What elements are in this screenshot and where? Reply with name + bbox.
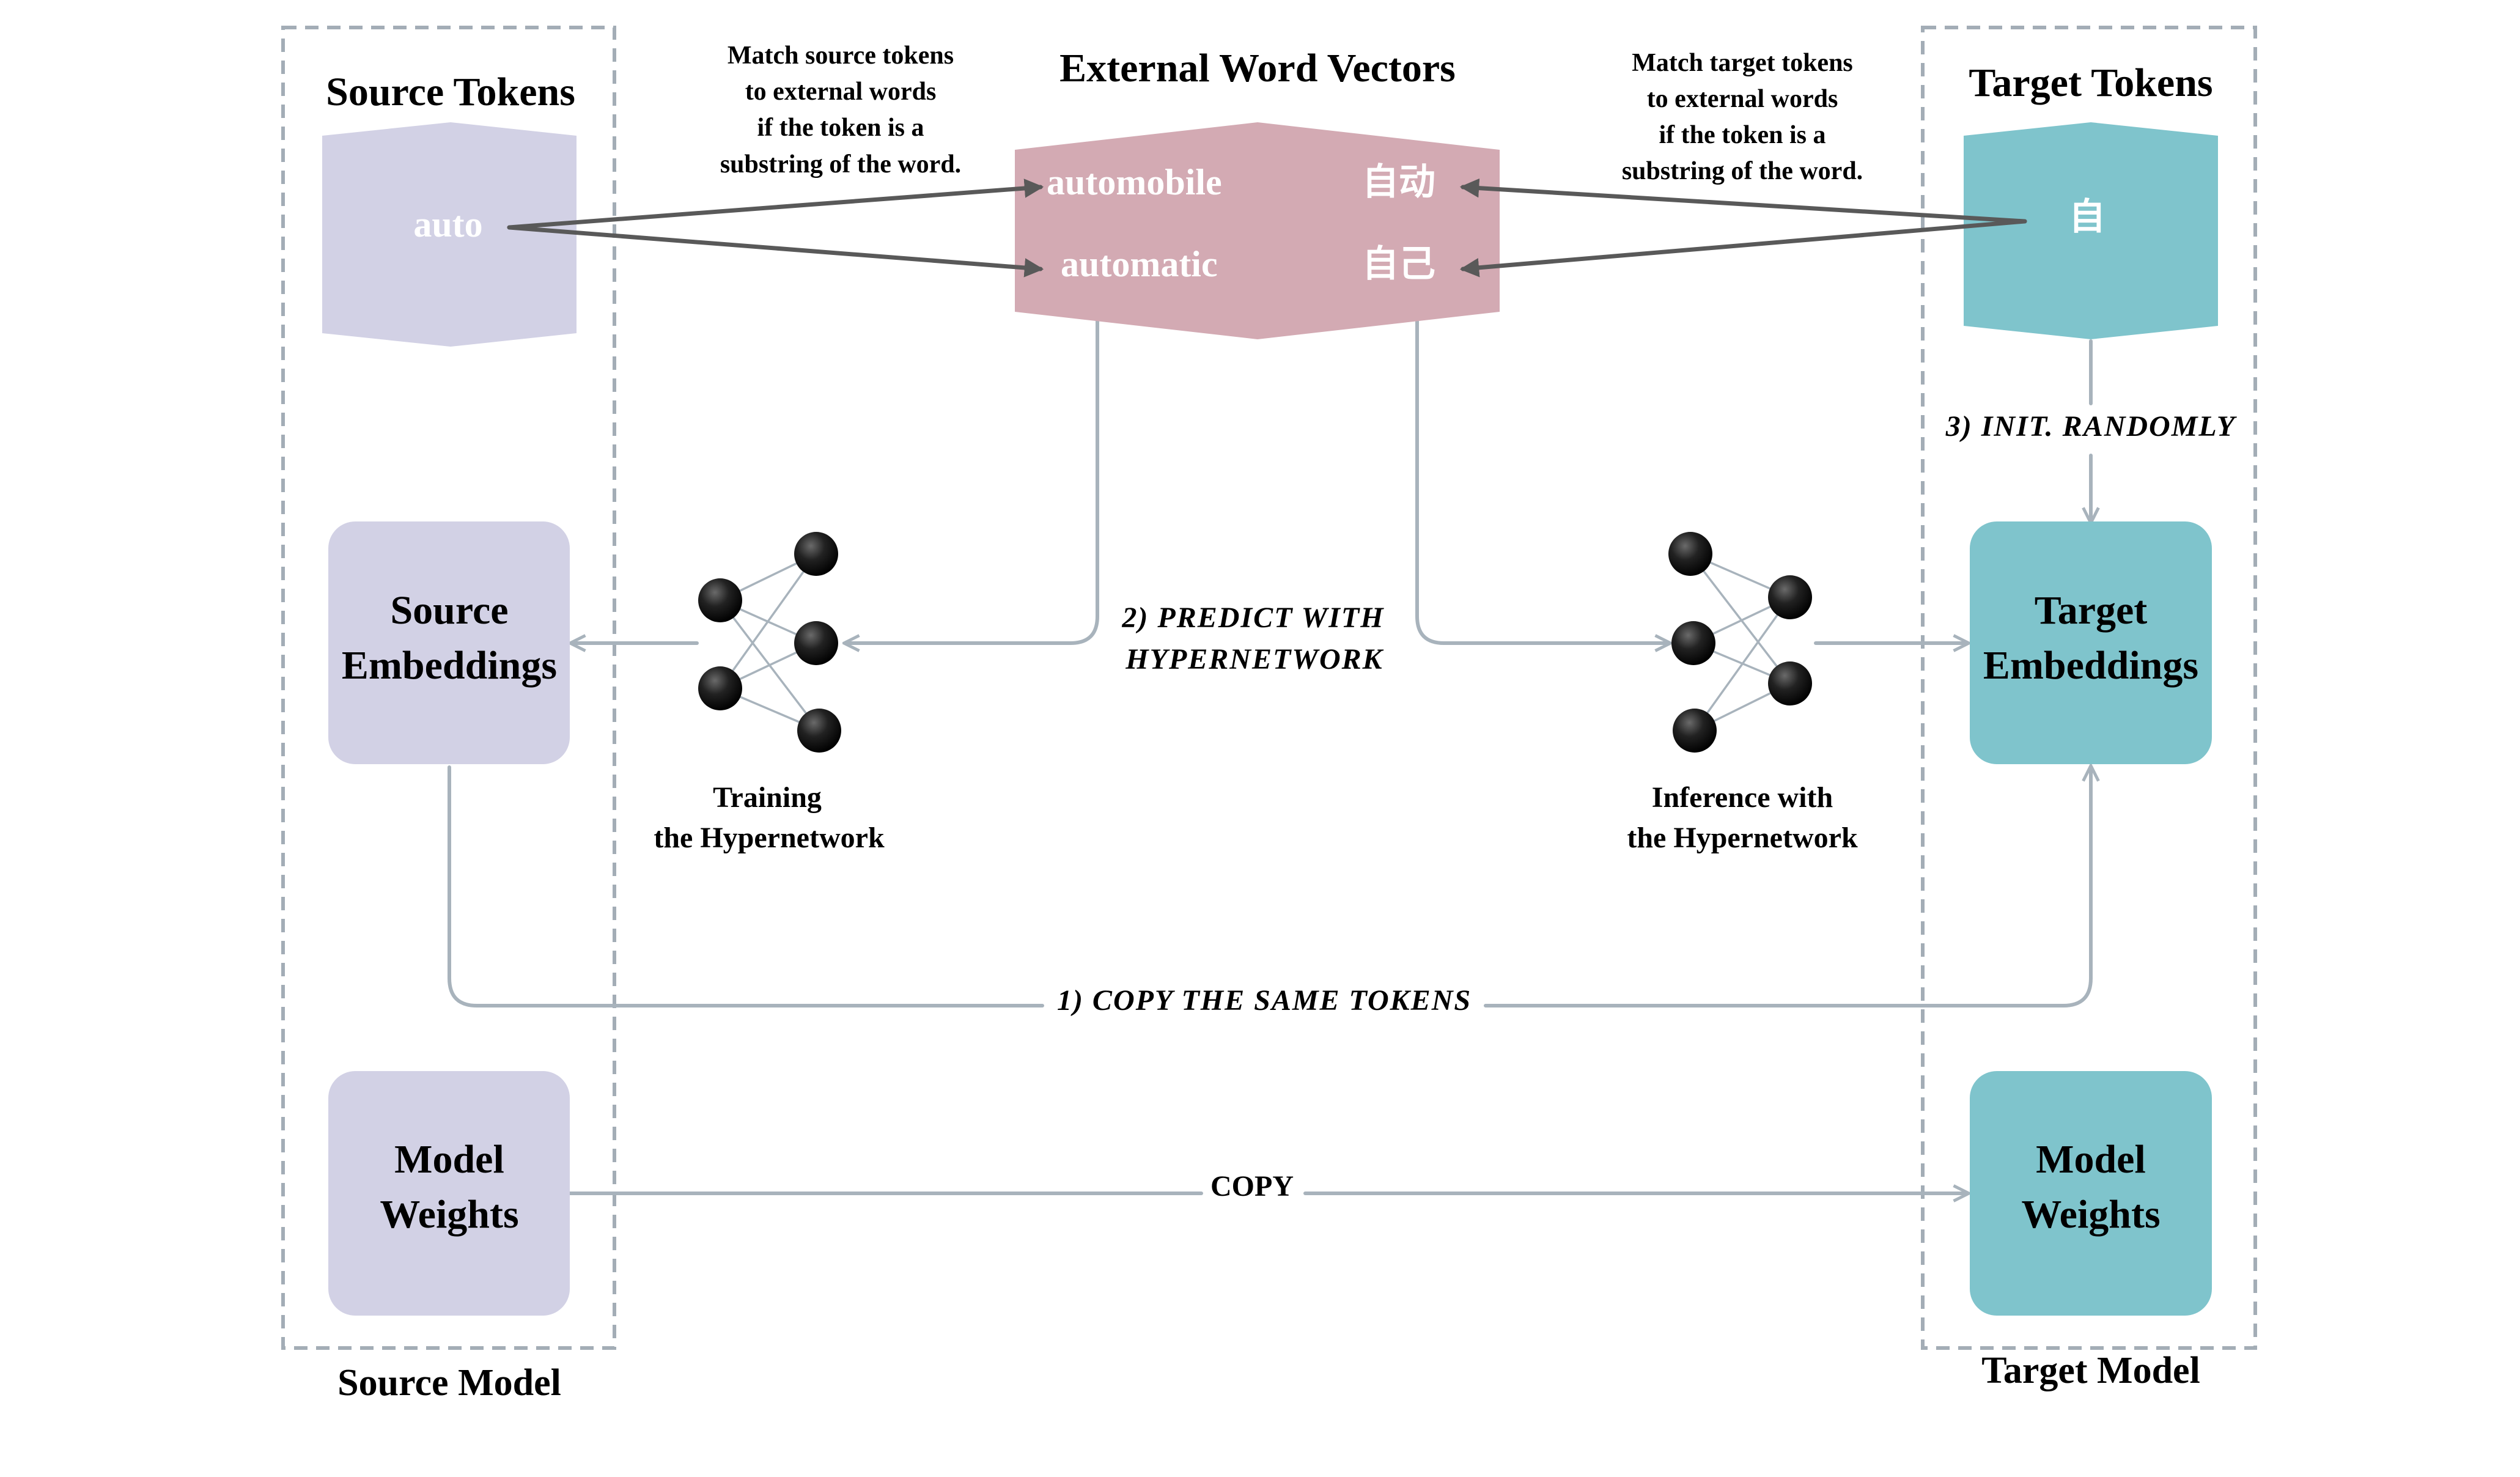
step-predict-line2: HYPERNETWORK [1125,643,1383,676]
target-model-weights-box [1970,1071,2212,1316]
target-embeddings-label-line2: Embeddings [1983,643,2198,688]
target-model-weights-label-line1: Model [2036,1137,2146,1182]
source-model-weights-box [328,1071,570,1316]
nn-node [1671,621,1715,665]
source-model-caption: Source Model [337,1362,561,1404]
source-match-note-line2: to external words [745,78,937,106]
source-tokens-title: Source Tokens [326,70,575,114]
training-caption-line2: the Hypernetwork [654,822,885,854]
external-word-ziji: 自己 [1362,243,1435,285]
external-word-vectors-title: External Word Vectors [1059,46,1456,90]
target-match-note-line4: substring of the word. [1622,157,1863,185]
source-token-shape [322,122,577,347]
source-match-note-line1: Match source tokens [728,42,954,70]
copy-tokens-connector-left [448,765,1044,1007]
target-match-note-line3: if the token is a [1659,121,1826,149]
nn-node [698,666,742,710]
source-embeddings-label-line2: Embeddings [342,643,557,688]
nn-node [794,621,838,665]
target-embeddings-label-line1: Target [2035,588,2148,633]
target-model-weights-label-line2: Weights [2021,1192,2160,1237]
source-model-frame [281,26,616,1350]
source-match-note: Match source tokens to external words if… [720,42,961,179]
source-model-weights-label-line2: Weights [380,1192,518,1237]
step-predict-line1: 2) PREDICT WITH [1121,602,1384,634]
target-match-note-line2: to external words [1647,85,1838,113]
source-embeddings-box [328,521,570,764]
inference-caption-line2: the Hypernetwork [1627,822,1858,854]
nn-node [797,709,841,753]
nn-node [794,532,838,576]
match-arrow-zi-zidong [1459,178,2027,224]
training-hypernetwork-icon [698,532,841,753]
source-match-note-line3: if the token is a [757,114,924,142]
external-word-zidong: 自动 [1362,161,1435,204]
match-arrow-auto-automobile [507,179,1044,230]
step-copy-same-tokens: 1) COPY THE SAME TOKENS [1057,984,1472,1017]
copy-tokens-connector-right [1484,767,2091,1007]
target-match-note-line1: Match target tokens [1632,49,1853,77]
target-token-zi: 自 [2069,196,2106,238]
target-model-frame [1921,26,2257,1350]
source-token-auto: auto [413,204,482,245]
nn-node [1673,709,1717,753]
source-embeddings-label-line1: Source [390,588,508,633]
target-match-note: Match target tokens to external words if… [1622,49,1863,185]
source-match-note-line4: substring of the word. [720,150,961,179]
inference-hypernetwork-icon [1668,532,1812,753]
nn-node [1668,532,1712,576]
external-word-automobile: automobile [1047,162,1222,202]
external-word-automatic: automatic [1061,244,1218,284]
predict-connector-right [1415,319,1669,643]
target-embeddings-box [1970,521,2212,764]
inference-caption-line1: Inference with [1652,781,1833,814]
match-arrow-zi-ziji [1459,219,2027,278]
step-init-randomly: 3) INIT. RANDOMLY [1945,410,2237,443]
target-tokens-title: Target Tokens [1969,61,2212,105]
nn-node [1768,661,1812,705]
target-model-caption: Target Model [1981,1350,2200,1391]
nn-node [698,578,742,622]
step-copy-weights: COPY [1210,1170,1294,1203]
nn-node [1768,575,1812,619]
source-model-weights-label-line1: Model [394,1137,504,1182]
target-token-shape [1964,122,2218,339]
training-caption-line1: Training [713,781,822,814]
match-arrow-auto-automatic [507,225,1044,278]
predict-connector-left [846,319,1099,643]
external-word-vectors-shape [1015,122,1500,339]
